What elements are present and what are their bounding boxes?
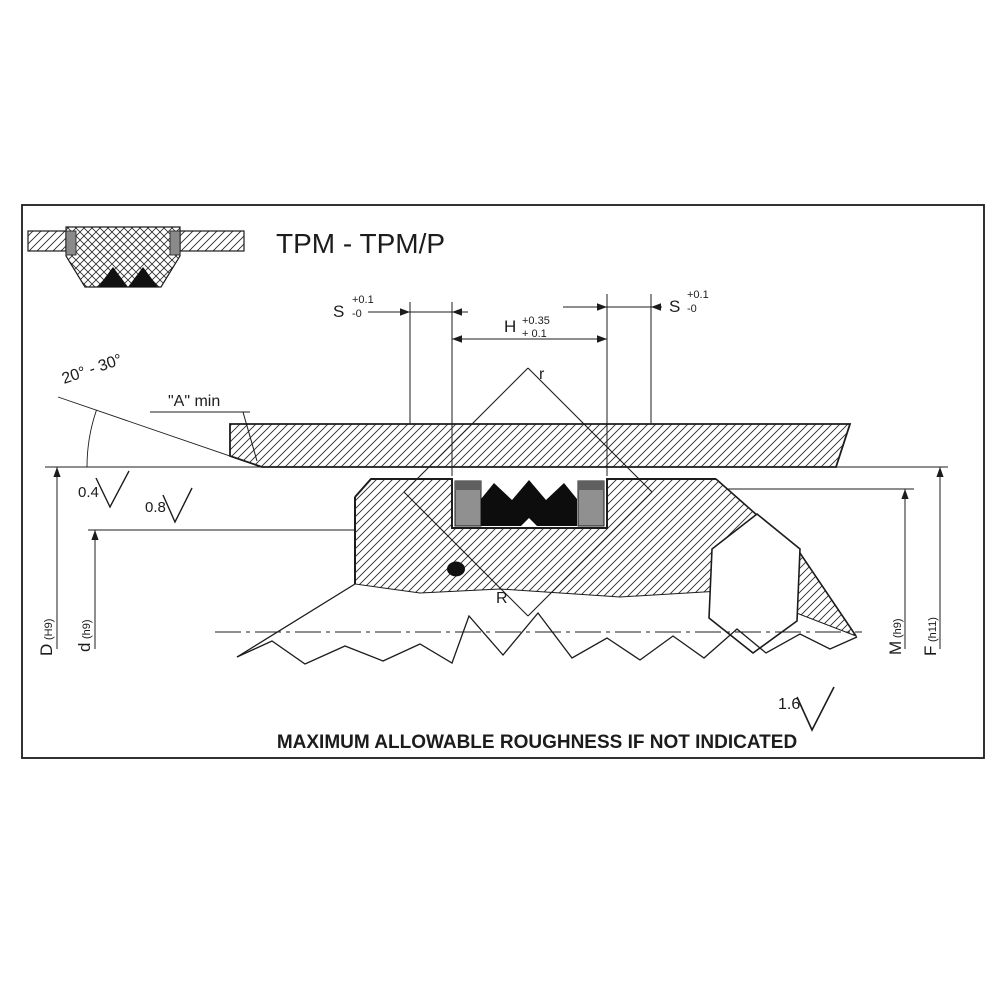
angle-arc [86,409,97,468]
roughness-mark-bore: 0.4 [78,470,130,509]
dim-letter: H [504,317,516,336]
dim-letter: S [669,297,680,316]
dim-letter: d [75,643,94,652]
arrowhead [400,308,410,316]
arrowhead [901,489,909,499]
tolerance-lower: -0 [687,303,697,315]
elastomer-seal [481,480,577,526]
arrowhead [651,303,661,311]
arrowhead [91,530,99,540]
seal-profile-icon [27,226,245,288]
radius-large-label: R [496,590,508,607]
page-title: TPM - TPM/P [276,228,445,259]
roughness-check-icon [95,470,130,509]
dim-letter: D [37,644,56,656]
o-ring-dot [447,561,465,577]
icon-backup-right [169,230,181,256]
radius-leader-lines [403,367,653,617]
dimension-h: H +0.35 + 0.1 [452,315,607,343]
roughness-mark-general: 1.6 [778,686,835,732]
cylinder-bore-section [229,423,852,468]
backup-cap-left [455,481,481,490]
seal-assembly [447,480,605,577]
tolerance-upper: +0.1 [352,294,374,306]
dimension-s-left: S +0.1 -0 [333,294,468,321]
roughness-value: 0.4 [78,484,99,501]
radius-small-label: r [539,366,545,383]
tolerance-lower: + 0.1 [522,328,547,340]
hexagon-detail [708,512,801,655]
groove-outline [354,478,716,529]
icon-backup-left [65,230,77,256]
seal-bottom-notch [521,518,537,526]
arrowhead [597,335,607,343]
arrowhead [452,308,462,316]
dimension-f: F (h11) [921,467,944,656]
piston-break-edge-left [236,583,356,658]
backup-cap-right [578,481,604,490]
dimension-d-groove: d (h9) [75,529,356,652]
roughness-mark-groove: 0.8 [145,487,193,524]
a-min-label: "A" min [168,393,220,410]
roughness-check-icon [796,686,835,732]
icon-left-wing [27,230,67,252]
dim-letter: F [921,646,940,656]
dim-suffix: (h9) [81,619,93,639]
icon-seal-body [65,226,181,288]
drawing-frame [21,204,985,759]
break-line [236,611,858,665]
roughness-value: 1.6 [778,696,800,713]
tolerance-upper: +0.1 [687,289,709,301]
arrowhead [53,467,61,477]
tolerance-upper: +0.35 [522,315,550,327]
dimension-d-bore: D (H9) [37,467,61,656]
arrowhead [597,303,607,311]
icon-seal-lips [98,267,158,287]
radius-callouts: r R [403,366,653,617]
dim-suffix: (H9) [43,619,55,640]
roughness-check-icon [162,487,193,524]
chamfer-angle-line [57,396,263,468]
arrowhead [452,335,462,343]
a-min-leader [242,411,258,462]
dimension-s-right: S +0.1 -0 [563,289,709,316]
dim-letter: M [886,641,905,655]
arrowhead [936,467,944,477]
tolerance-lower: -0 [352,308,362,320]
dim-suffix: (h9) [892,618,904,638]
footer-note: MAXIMUM ALLOWABLE ROUGHNESS IF NOT INDIC… [277,732,797,753]
dimension-m: M (h9) [728,488,914,655]
roughness-value: 0.8 [145,499,166,516]
dim-suffix: (h11) [927,617,939,642]
dim-letter: S [333,302,344,321]
icon-right-wing [179,230,245,252]
